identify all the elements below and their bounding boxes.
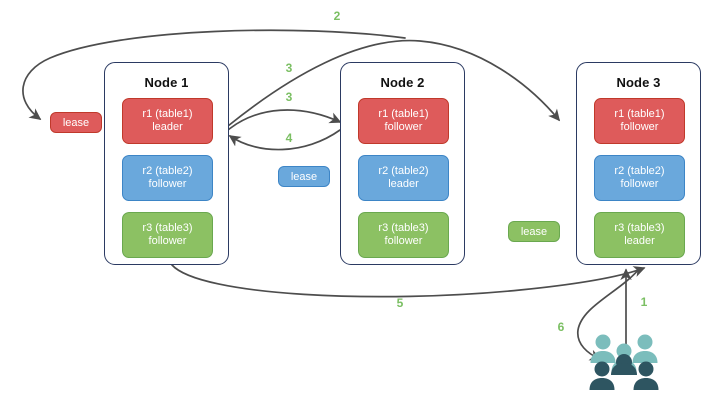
step-label-2: 2 (333, 9, 341, 23)
users-group-icon (588, 332, 660, 392)
replica-role: follower (384, 235, 423, 247)
replica-name: r2 (table2) (142, 164, 193, 177)
replica-node2-r1[interactable]: r1 (table1) follower (358, 98, 449, 144)
replica-name: r3 (table3) (614, 221, 665, 234)
lease-chip-green[interactable]: lease (508, 221, 560, 242)
step-label-5: 5 (396, 296, 404, 310)
replica-role: follower (384, 121, 423, 133)
replica-name: r2 (table2) (614, 164, 665, 177)
replica-node1-r1[interactable]: r1 (table1) leader (122, 98, 213, 144)
step-label-1: 1 (640, 295, 648, 309)
replica-role: leader (624, 235, 655, 247)
step-label-4: 4 (285, 131, 293, 145)
replica-node2-r2[interactable]: r2 (table2) leader (358, 155, 449, 201)
replica-name: r2 (table2) (378, 164, 429, 177)
replica-role: follower (148, 178, 187, 190)
lease-chip-red[interactable]: lease (50, 112, 102, 133)
replica-node3-r1[interactable]: r1 (table1) follower (594, 98, 685, 144)
replica-role: leader (388, 178, 419, 190)
step-label-3-lower: 3 (285, 90, 293, 104)
replica-node3-r2[interactable]: r2 (table2) follower (594, 155, 685, 201)
replica-name: r1 (table1) (142, 107, 193, 120)
arrow-step-3-lower (227, 109, 342, 131)
replica-name: r1 (table1) (378, 107, 429, 120)
node-title-1: Node 1 (144, 75, 189, 90)
replica-name: r3 (table3) (142, 221, 193, 234)
lease-chip-blue[interactable]: lease (278, 166, 330, 187)
replica-name: r3 (table3) (378, 221, 429, 234)
step-label-6: 6 (557, 320, 565, 334)
node-title-3: Node 3 (616, 75, 661, 90)
node-box-2[interactable]: Node 2 r1 (table1) follower r2 (table2) … (340, 62, 465, 265)
replica-node1-r3[interactable]: r3 (table3) follower (122, 212, 213, 258)
arrow-step-5 (171, 264, 646, 298)
step-label-3-upper: 3 (285, 61, 293, 75)
node-title-2: Node 2 (380, 75, 425, 90)
replica-node3-r3[interactable]: r3 (table3) leader (594, 212, 685, 258)
replica-role: follower (620, 121, 659, 133)
replica-node2-r3[interactable]: r3 (table3) follower (358, 212, 449, 258)
replica-role: leader (152, 121, 183, 133)
node-box-3[interactable]: Node 3 r1 (table1) follower r2 (table2) … (576, 62, 701, 265)
replica-role: follower (620, 178, 659, 190)
replica-role: follower (148, 235, 187, 247)
replica-node1-r2[interactable]: r2 (table2) follower (122, 155, 213, 201)
replica-name: r1 (table1) (614, 107, 665, 120)
node-box-1[interactable]: Node 1 r1 (table1) leader r2 (table2) fo… (104, 62, 229, 265)
